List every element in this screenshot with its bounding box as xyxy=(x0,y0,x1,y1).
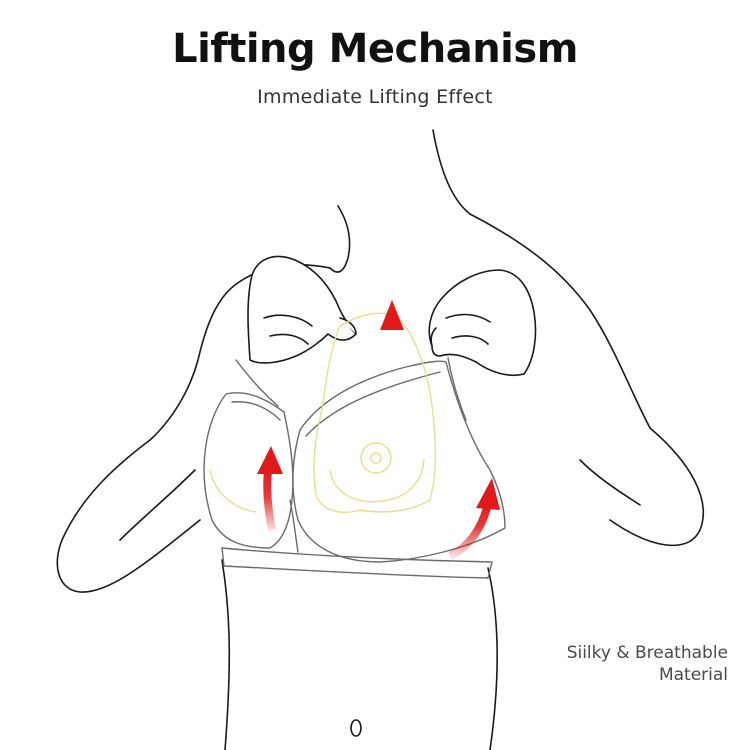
torso-right xyxy=(487,567,499,750)
bra-right-strap xyxy=(447,357,467,421)
torso-left xyxy=(221,559,231,750)
right-forearm-upper xyxy=(609,427,705,547)
bra-right-cup xyxy=(292,360,506,563)
lifting-pad xyxy=(209,312,436,513)
page-title: Lifting Mechanism xyxy=(172,26,578,72)
bra-left-cup xyxy=(203,392,294,549)
left-hand xyxy=(247,255,357,364)
bra-band xyxy=(221,547,493,579)
lift-arrow-icon xyxy=(448,478,500,560)
navel xyxy=(350,719,362,737)
bra-left-strap xyxy=(235,359,279,407)
left-forearm-lower xyxy=(119,469,196,541)
lift-arrow-icon xyxy=(257,446,283,531)
page-subtitle: Immediate Lifting Effect xyxy=(257,86,493,108)
material-caption-line2: Material xyxy=(658,665,728,685)
material-caption: Siilky & Breathable Material xyxy=(567,642,728,686)
right-shoulder xyxy=(469,213,651,429)
bra xyxy=(203,357,506,579)
left-forearm-upper xyxy=(56,439,201,593)
neck-left xyxy=(329,205,351,273)
material-caption-line1: Siilky & Breathable xyxy=(566,643,728,663)
right-forearm-lower xyxy=(579,459,641,506)
neck-right xyxy=(432,129,471,215)
right-hand xyxy=(428,269,537,377)
lift-arrows xyxy=(257,300,500,560)
lift-arrow-icon xyxy=(380,300,404,348)
